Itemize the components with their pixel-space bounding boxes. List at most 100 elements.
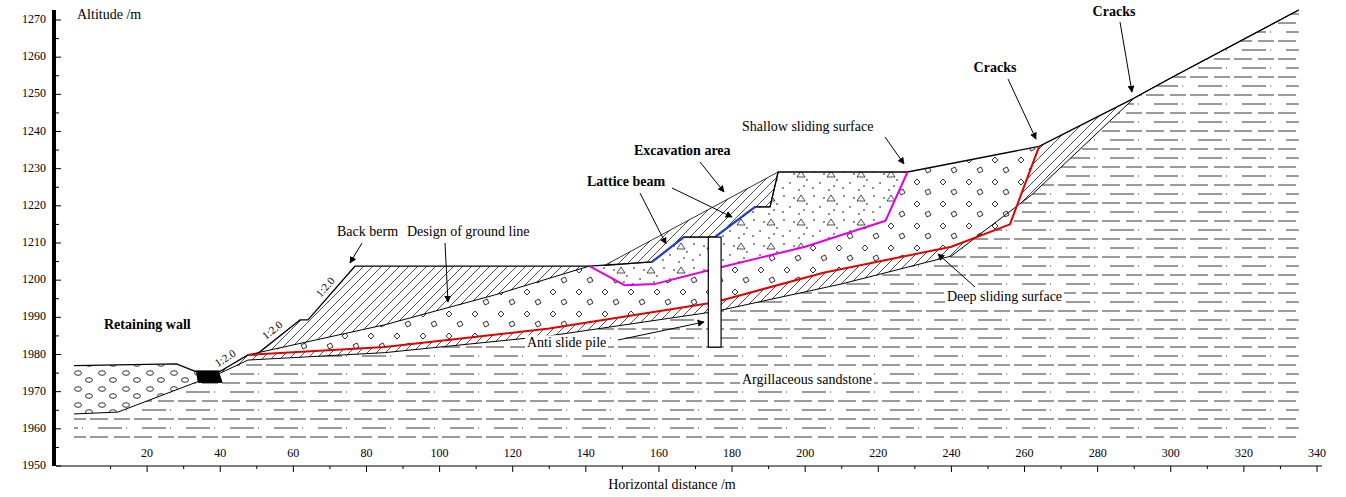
y-tick: [56, 354, 61, 355]
annotation: Back berm: [335, 224, 400, 239]
leader-arrow: [938, 254, 975, 287]
x-tick: [1317, 466, 1318, 472]
tick-label: 100: [429, 447, 451, 460]
tick-label: 20: [139, 447, 155, 460]
y-tick: [56, 20, 61, 21]
tick-label: 1270: [20, 13, 48, 26]
anti-slide-pile: [708, 237, 721, 347]
y-tick: [56, 187, 59, 188]
x-tick: [110, 466, 111, 469]
x-tick: [732, 466, 733, 472]
annotation: Cracks: [1091, 4, 1138, 19]
x-tick: [1134, 466, 1135, 469]
x-tick: [1243, 466, 1244, 472]
axis-title: Horizontal distance /m: [606, 477, 738, 492]
tick-label: 180: [721, 447, 743, 460]
annotation: Anti slide pile: [525, 335, 608, 350]
y-tick: [56, 298, 59, 299]
bedrock-line: [74, 10, 1299, 414]
tick-label: 260: [1014, 447, 1036, 460]
x-tick: [366, 466, 367, 472]
tick-label: 1250: [20, 88, 48, 101]
y-tick: [56, 168, 61, 169]
y-tick: [56, 428, 61, 429]
leader-arrow: [1008, 79, 1036, 139]
x-tick: [805, 466, 806, 472]
landslide-body: [248, 146, 1039, 355]
y-tick: [56, 38, 59, 39]
x-tick: [329, 466, 330, 469]
tick-label: 280: [1087, 447, 1109, 460]
y-tick: [56, 410, 59, 411]
y-tick: [56, 205, 61, 206]
y-tick: [56, 373, 59, 374]
annotation: Argillaceous sandstone: [740, 372, 874, 387]
tick-label: 1970: [20, 385, 48, 398]
annotation: Lattice beam: [585, 174, 667, 189]
x-tick: [512, 466, 513, 472]
tick-label: 80: [358, 447, 374, 460]
x-tick: [768, 466, 769, 469]
x-tick: [1207, 466, 1208, 469]
x-axis: [56, 465, 1322, 466]
x-tick: [841, 466, 842, 469]
annotation: Deep sliding surface: [945, 289, 1064, 304]
x-tick: [293, 466, 294, 472]
x-tick: [878, 466, 879, 472]
tick-label: 1240: [20, 125, 48, 138]
tick-label: 340: [1306, 447, 1328, 460]
x-tick: [1097, 466, 1098, 472]
leader-arrow: [672, 188, 732, 217]
y-tick: [56, 131, 61, 132]
x-tick: [549, 466, 550, 469]
y-tick: [56, 335, 59, 336]
y-axis: [52, 10, 56, 466]
tick-label: 1210: [20, 236, 48, 249]
annotation: Retaining wall: [102, 317, 193, 332]
y-tick: [56, 57, 61, 58]
y-tick: [56, 94, 61, 95]
y-tick: [56, 75, 59, 76]
x-tick: [256, 466, 257, 469]
ground-surface: [74, 10, 1299, 371]
x-tick: [220, 466, 221, 472]
retaining-wall: [196, 371, 222, 382]
tick-label: 1220: [20, 199, 48, 212]
leader-arrow: [350, 243, 362, 263]
tick-label: 1990: [20, 311, 48, 324]
leader-arrow: [445, 243, 448, 302]
colluvium: [74, 10, 1299, 440]
x-tick: [951, 466, 952, 472]
x-tick: [403, 466, 404, 469]
tick-label: 120: [502, 447, 524, 460]
tick-label: 1230: [20, 162, 48, 175]
x-tick: [476, 466, 477, 469]
tick-label: 240: [940, 447, 962, 460]
tick-label: 160: [648, 447, 670, 460]
x-tick: [585, 466, 586, 472]
x-tick: [147, 466, 148, 472]
tick-label: 200: [794, 447, 816, 460]
x-tick: [914, 466, 915, 469]
x-tick: [1024, 466, 1025, 472]
tick-label: 1260: [20, 51, 48, 64]
tick-label: 1980: [20, 348, 48, 361]
y-tick: [56, 317, 61, 318]
tick-label: 1200: [20, 274, 48, 287]
y-tick: [56, 280, 61, 281]
y-tick: [56, 391, 61, 392]
leader-arrow: [885, 137, 904, 164]
y-tick: [56, 224, 59, 225]
y-tick: [56, 261, 59, 262]
y-tick: [56, 447, 59, 448]
y-tick: [56, 243, 61, 244]
tick-label: 220: [867, 447, 889, 460]
x-tick: [183, 466, 184, 469]
leader-arrow: [700, 162, 724, 192]
x-tick: [695, 466, 696, 469]
x-tick: [1280, 466, 1281, 469]
y-tick: [56, 150, 59, 151]
annotation: Shallow sliding surface: [740, 119, 875, 134]
x-tick: [987, 466, 988, 469]
